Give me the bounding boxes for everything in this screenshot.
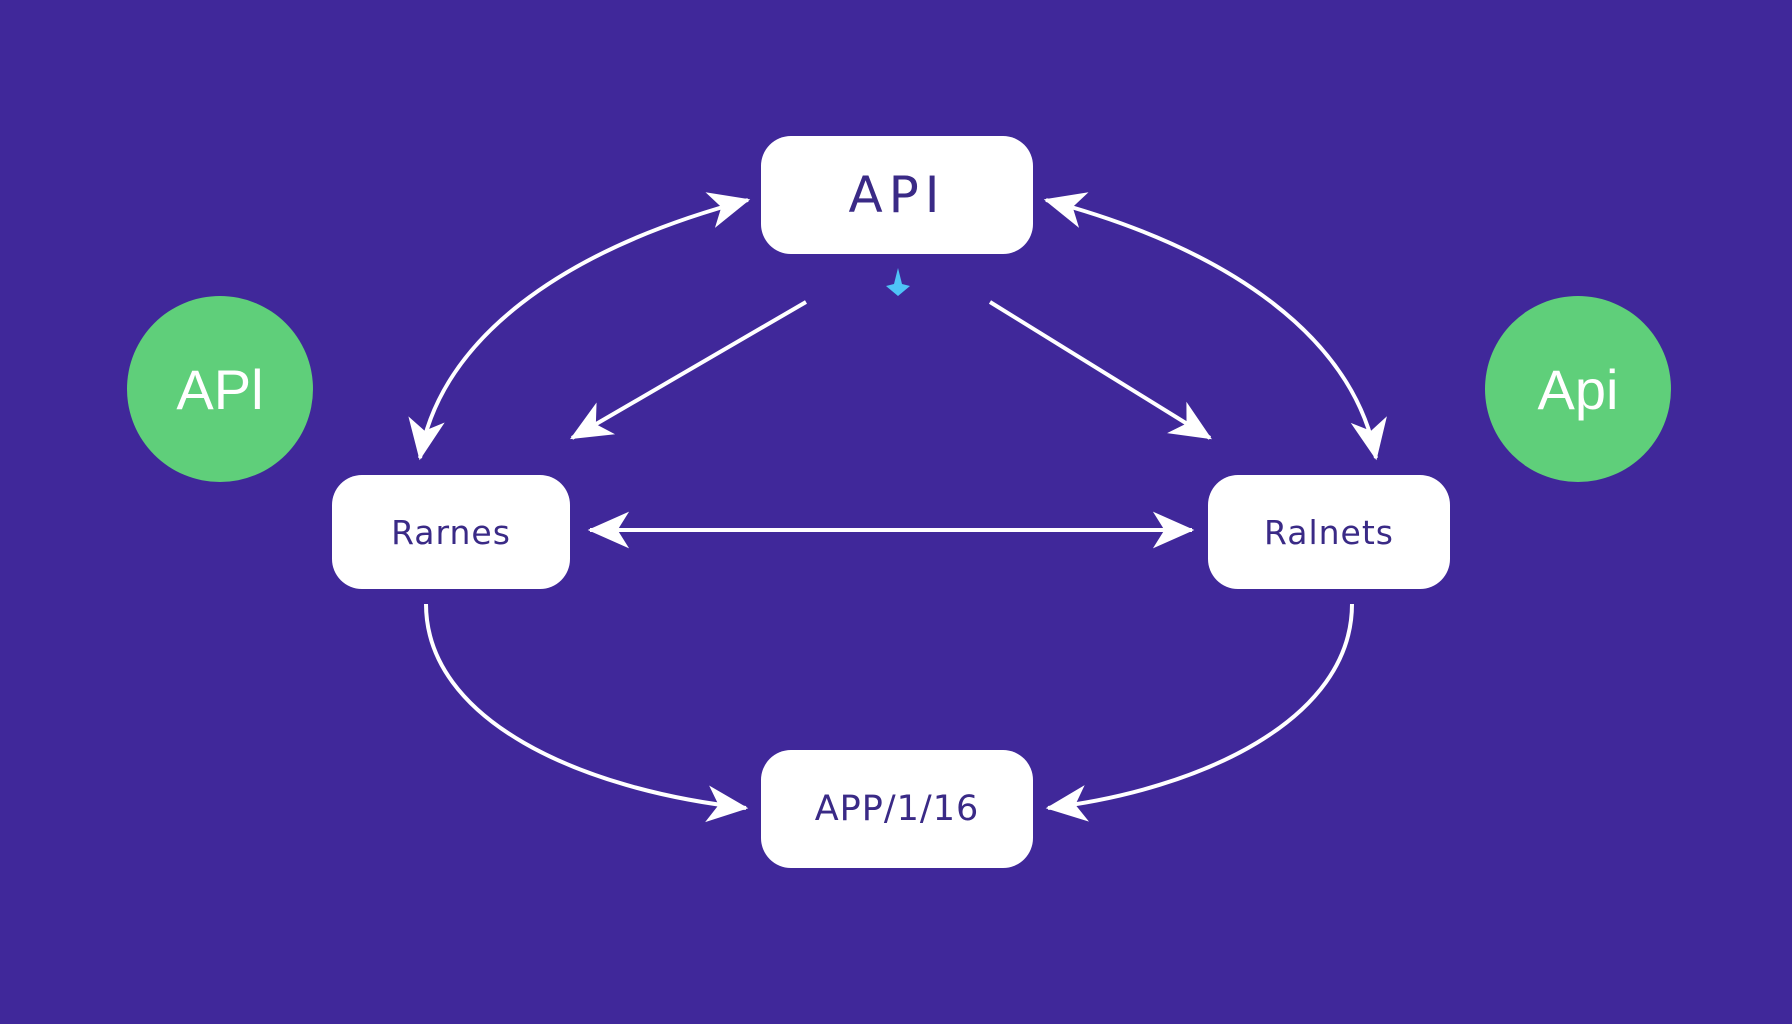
node-rarnes-label: Rarnes (391, 512, 511, 552)
badge-api-left-label: APl (176, 357, 264, 421)
edge-right-bottom (1045, 603, 1354, 822)
node-app-bottom-label: APP/1/16 (814, 789, 980, 829)
edge-top-left-curve (408, 192, 751, 461)
accent-down-arrow-icon (886, 268, 910, 296)
badge-api-right-label: Api (1537, 357, 1619, 421)
node-rarnes[interactable]: Rarnes (332, 475, 570, 589)
edge-top-right-curve (1043, 192, 1387, 461)
node-ralnets-label: Ralnets (1264, 512, 1394, 552)
node-ralnets[interactable]: Ralnets (1208, 475, 1450, 589)
badge-api-right: Api (1485, 296, 1671, 482)
node-app-bottom[interactable]: APP/1/16 (761, 750, 1033, 868)
badge-api-left: APl (127, 296, 313, 482)
edge-top-right-straight (988, 300, 1212, 440)
node-api-top[interactable]: API (761, 136, 1033, 254)
edge-left-bottom (424, 603, 749, 823)
edge-top-left-straight (570, 300, 808, 440)
node-api-top-label: API (848, 166, 946, 224)
